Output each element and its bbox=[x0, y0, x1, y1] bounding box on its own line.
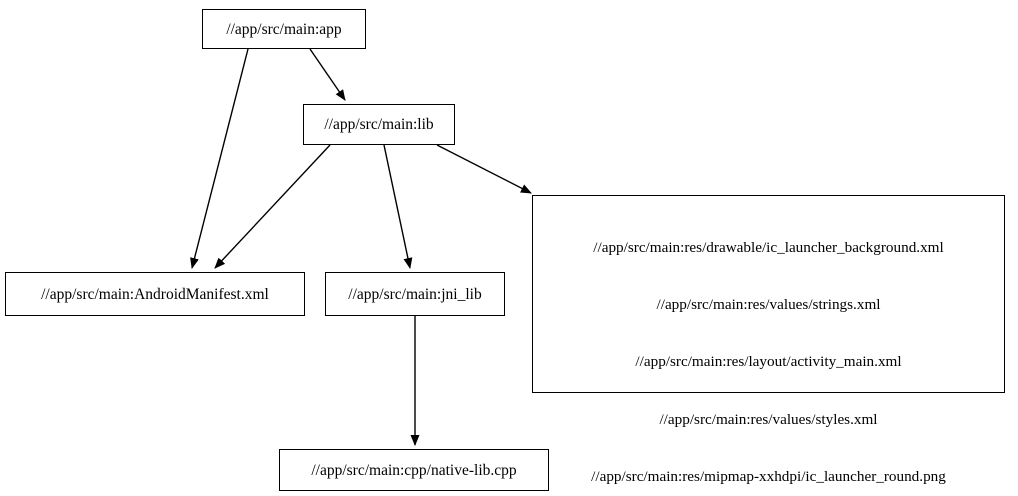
node-native-lib-cpp-label: //app/src/main:cpp/native-lib.cpp bbox=[311, 461, 517, 479]
resource-line-2: //app/src/main:res/values/strings.xml bbox=[656, 296, 881, 314]
node-resources-cluster[interactable]: //app/src/main:res/drawable/ic_launcher_… bbox=[532, 195, 1005, 485]
resource-line-3: //app/src/main:res/layout/activity_main.… bbox=[635, 353, 902, 371]
edge-app-to-lib bbox=[309, 48, 346, 101]
node-app-label: //app/src/main:app bbox=[226, 20, 342, 38]
resource-line-4: //app/src/main:res/values/styles.xml bbox=[659, 410, 878, 428]
node-android-manifest-label: //app/src/main:AndroidManifest.xml bbox=[41, 285, 269, 303]
node-lib[interactable]: //app/src/main:lib bbox=[303, 104, 455, 145]
node-jni-lib-label: //app/src/main:jni_lib bbox=[348, 285, 482, 303]
node-jni-lib[interactable]: //app/src/main:jni_lib bbox=[325, 272, 505, 316]
node-lib-label: //app/src/main:lib bbox=[324, 116, 434, 133]
edge-lib-to-manifest bbox=[214, 144, 331, 269]
resource-line-5: //app/src/main:res/mipmap-xxhdpi/ic_laun… bbox=[591, 467, 946, 485]
resource-line-1: //app/src/main:res/drawable/ic_launcher_… bbox=[593, 239, 944, 256]
edge-lib-to-jni-lib bbox=[383, 144, 413, 269]
node-android-manifest[interactable]: //app/src/main:AndroidManifest.xml bbox=[5, 272, 305, 316]
edge-lib-to-resources bbox=[436, 144, 532, 194]
node-native-lib-cpp[interactable]: //app/src/main:cpp/native-lib.cpp bbox=[279, 449, 549, 491]
node-app[interactable]: //app/src/main:app bbox=[202, 9, 366, 49]
edge-app-to-manifest bbox=[190, 48, 249, 269]
